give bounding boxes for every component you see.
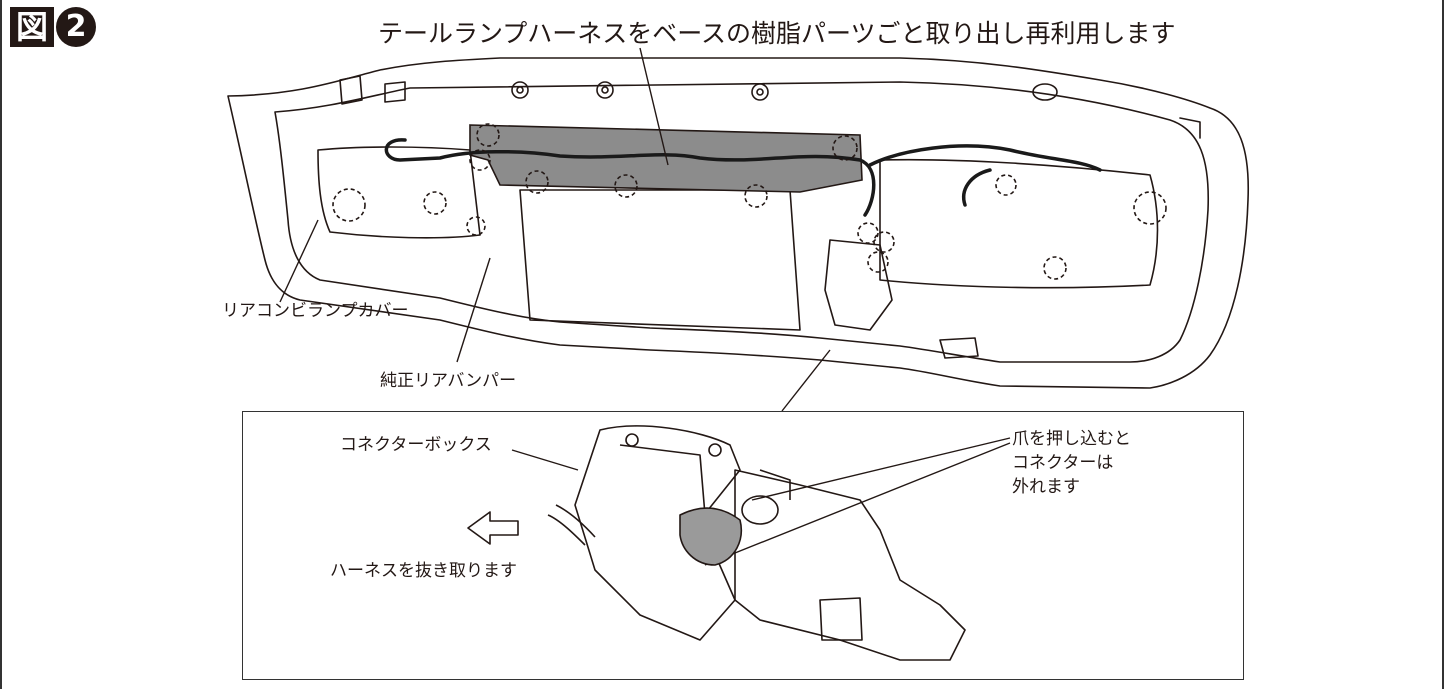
connector-box-lid [734,469,966,661]
bumper-leader [456,257,491,363]
figure-title: テールランプハーネスをベースの樹脂パーツごと取り出し再利用します [378,19,1176,48]
center-plate-recess [519,189,801,331]
label-stock-rear-bumper: 純正リアバンパー [380,371,517,391]
figure-number-badge: 2 [56,7,96,47]
figure-label: 図 2 [10,6,96,48]
inset-leader [781,349,831,412]
bumper-outline [227,57,1250,389]
figure-kanji: 図 [10,7,54,47]
title-leader [639,47,669,166]
harness-hose [547,504,596,546]
lamp-cover-leader [279,219,319,303]
pull-direction-arrow [467,511,519,545]
claw-leader-2 [704,442,1011,566]
harness-wire [384,138,876,217]
bumper-inner-rim [274,81,1210,363]
connector-box-small [824,239,893,331]
label-rear-combi-lamp-cover: リアコンビランプカバー [222,301,409,321]
connector-box-body [574,425,741,641]
label-connector-box: コネクターボックス [340,435,492,455]
connector-box-leader [511,449,579,471]
claw-leader-1 [751,437,1011,501]
label-claw-line-2: コネクターは [1012,453,1114,473]
connector-detail-inset [242,411,1244,680]
label-pull-harness: ハーネスを抜き取ります [330,561,517,581]
label-claw-line-1: 爪を押し込むと [1012,429,1131,449]
label-claw-line-3: 外れます [1012,477,1080,497]
right-lamp-recess [879,158,1159,289]
